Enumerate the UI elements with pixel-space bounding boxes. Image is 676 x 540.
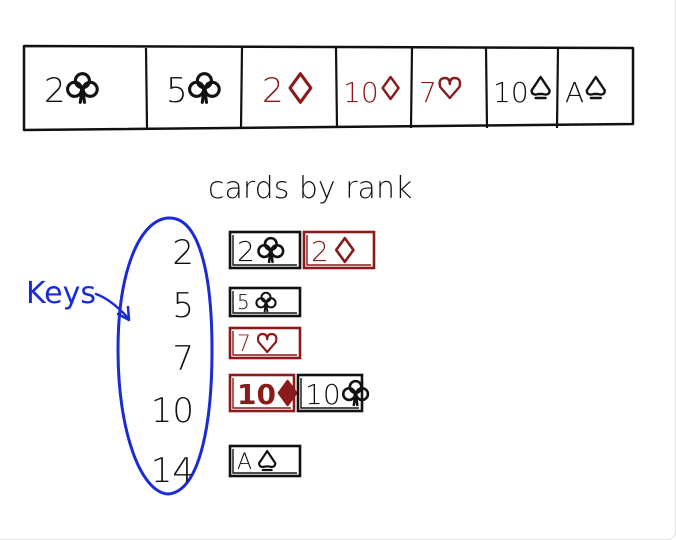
top-card-rank: 10 — [343, 76, 379, 109]
bucket-card-rank: 5 — [237, 290, 250, 314]
top-card-spades-icon — [585, 75, 606, 100]
bucket-card: 5 — [228, 286, 302, 318]
top-card-cell: A — [555, 47, 606, 129]
cell-divider — [144, 47, 149, 129]
top-card-rank: 5 — [166, 71, 188, 111]
bucket-card: 2 — [228, 230, 302, 270]
key-label: 5 — [172, 286, 194, 326]
bucket-card-clubs-icon — [255, 291, 277, 313]
bucket-card-hearts-icon — [256, 332, 278, 354]
top-card-rank: 7 — [419, 76, 437, 109]
bucket-card: A — [228, 444, 302, 478]
top-card-cell: 10 — [484, 47, 551, 129]
card-outline — [228, 230, 302, 270]
top-card-diamonds-icon — [381, 75, 400, 101]
top-card-hearts-icon — [438, 76, 462, 100]
bucket-row: 7 — [228, 326, 302, 360]
bucket-card-rank: 7 — [237, 332, 251, 357]
top-card-rank: 2 — [44, 71, 66, 111]
bucket-card-clubs-icon — [341, 379, 370, 407]
bucket-card: 10 — [296, 373, 370, 413]
top-card-rank: 10 — [493, 76, 529, 109]
bucket-card-clubs-icon — [257, 236, 285, 264]
bucket-card-spades-icon — [258, 450, 277, 472]
card-inner-edge — [300, 378, 359, 409]
card-inner-edge — [232, 291, 297, 314]
bucket-card: 2 — [302, 230, 376, 270]
cell-divider — [555, 47, 560, 129]
top-row-box — [22, 44, 635, 132]
top-card-diamonds-icon — [288, 72, 313, 104]
card-inner-edge — [306, 235, 371, 266]
bucket-card-rank: A — [237, 450, 252, 475]
card-inner-edge — [232, 378, 291, 409]
top-card-cell: 10 — [334, 47, 400, 129]
card-outline — [228, 286, 302, 318]
keys-arrow — [94, 292, 130, 320]
top-card-spades-icon — [530, 75, 551, 100]
keys-arrowhead — [116, 305, 131, 322]
cell-divider — [409, 47, 414, 129]
card-inner-edge — [232, 331, 297, 356]
bucket-card-rank: 10 — [237, 378, 276, 411]
card-outline — [228, 326, 302, 360]
top-card-row: 2 5 2 10 7 10 A — [22, 44, 635, 132]
keys-ellipse — [116, 216, 214, 496]
card-inner-edge — [232, 235, 297, 266]
keys-label: Keys — [26, 276, 96, 311]
card-inner-edge — [232, 449, 297, 474]
bucket-card-rank: 2 — [311, 235, 329, 268]
grouping-heading: cards by rank — [208, 171, 412, 206]
key-label: 2 — [172, 233, 194, 273]
top-card-rank: 2 — [262, 71, 284, 111]
bucket-card-diamonds-icon — [334, 236, 355, 264]
card-outline — [228, 444, 302, 478]
top-card-rank: A — [565, 76, 584, 109]
bucket-card: 7 — [228, 326, 302, 360]
key-label: 7 — [172, 339, 194, 379]
cell-divider — [484, 47, 489, 129]
card-outline — [296, 373, 364, 413]
cell-divider — [334, 47, 339, 129]
bucket-card-rank: 2 — [237, 235, 255, 268]
top-card-cell: 7 — [409, 47, 462, 129]
bucket-row: 5 — [228, 286, 302, 318]
top-card-clubs-icon — [66, 72, 99, 104]
top-card-cell: 5 — [144, 47, 221, 129]
bucket-row: 10 10 — [228, 373, 370, 413]
card-outline — [302, 230, 376, 270]
top-card-cell: 2 — [44, 71, 99, 111]
bucket-card: 10 — [228, 373, 298, 413]
bucket-card-rank: 10 — [305, 378, 341, 411]
top-card-clubs-icon — [188, 72, 221, 104]
bucket-row: A — [228, 444, 302, 478]
top-card-cell: 2 — [239, 47, 313, 129]
bucket-card-diamonds-icon — [277, 379, 298, 407]
cell-divider — [239, 47, 244, 129]
key-label: 10 — [151, 391, 194, 431]
key-label: 14 — [151, 451, 194, 491]
